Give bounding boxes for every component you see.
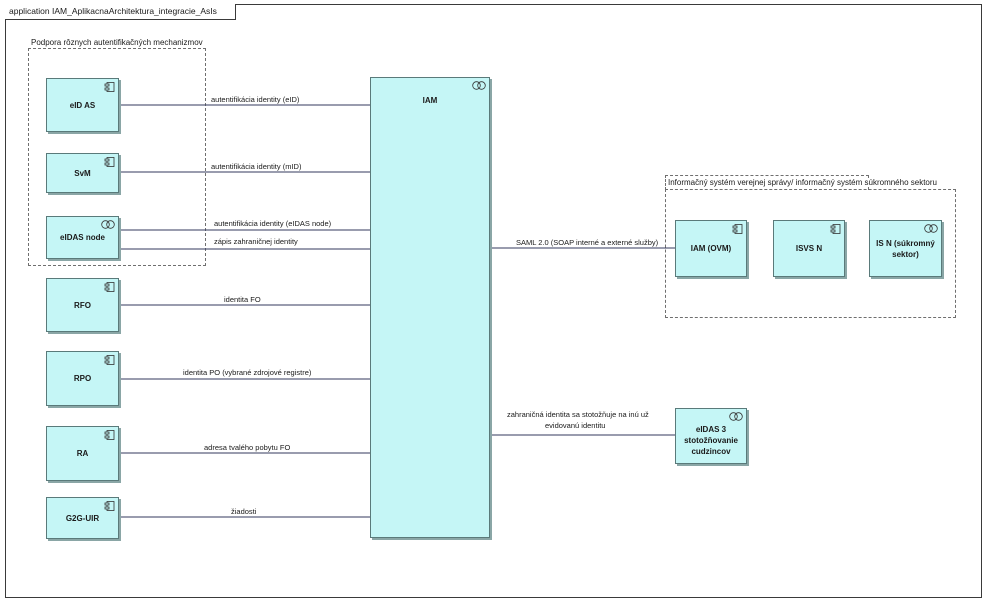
node-label: RA <box>76 449 89 458</box>
component-icon <box>104 82 115 92</box>
service-icon <box>472 81 486 90</box>
node-label: eIDAS node <box>60 233 105 242</box>
component-icon <box>104 157 115 167</box>
node-iam-ovm[interactable]: IAM (OVM) <box>675 220 747 277</box>
group-isvs-label: Informačný systém verejnej správy/ infor… <box>667 178 938 187</box>
node-g2g-uir[interactable]: G2G-UIR <box>46 497 119 539</box>
edge-label-eidas-node: autentifikácia identity (eIDAS node) <box>214 219 332 228</box>
node-eidas-node[interactable]: eIDAS node <box>46 216 119 259</box>
component-icon <box>104 501 115 511</box>
node-label: IAM (OVM) <box>690 244 732 253</box>
service-icon <box>729 412 743 421</box>
edge-label-ziadosti: žiadosti <box>231 507 257 516</box>
edge-label-saml: SAML 2.0 (SOAP interné a externé služby) <box>516 238 659 247</box>
node-isvs-n[interactable]: ISVS N <box>773 220 845 277</box>
edge-label-fo: identita FO <box>224 295 261 304</box>
diagram-frame <box>5 4 982 598</box>
node-label: RFO <box>74 300 91 310</box>
component-icon <box>830 224 841 234</box>
component-icon <box>104 282 115 292</box>
node-label: G2G-UIR <box>65 513 100 523</box>
node-eid-as[interactable]: eID AS <box>46 78 119 132</box>
group-auth-label: Podpora rôznych autentifikačných mechani… <box>30 38 204 47</box>
node-label: eID AS <box>69 100 96 110</box>
node-iam[interactable]: IAM <box>370 77 490 538</box>
node-label: RPO <box>73 374 92 383</box>
node-is-n[interactable]: IS N (súkromný sektor) <box>869 220 942 277</box>
service-icon <box>101 220 115 229</box>
node-label: eIDAS 3 stotožňovanie cudzincov <box>684 424 738 456</box>
node-rfo[interactable]: RFO <box>46 278 119 332</box>
node-label: IS N (súkromný sektor) <box>876 238 935 259</box>
edge-label-eid: autentifikácia identity (eID) <box>211 95 300 104</box>
edge-label-mid: autentifikácia identity (mID) <box>211 162 302 171</box>
component-icon <box>104 430 115 440</box>
node-svm[interactable]: SvM <box>46 153 119 193</box>
node-rpo[interactable]: RPO <box>46 351 119 406</box>
node-label: SvM <box>74 168 91 178</box>
edge-label-ra: adresa tvalého pobytu FO <box>204 443 291 452</box>
component-icon <box>104 355 115 365</box>
service-icon <box>924 224 938 233</box>
node-iam-label: IAM <box>422 96 438 105</box>
node-eidas3[interactable]: eIDAS 3 stotožňovanie cudzincov <box>675 408 747 464</box>
edge-label-zahranicna: zápis zahraničnej identity <box>214 237 298 246</box>
edge-label-eidas3-1: zahraničná identita sa stotožňuje na inú… <box>507 410 649 419</box>
component-icon <box>732 224 743 234</box>
edge-label-po: identita PO (vybrané zdrojové registre) <box>183 368 312 377</box>
group-isvs[interactable] <box>665 189 956 318</box>
group-auth-mechanisms[interactable] <box>28 48 206 266</box>
diagram-title: application IAM_AplikacnaArchitektura_in… <box>5 4 236 20</box>
node-label: ISVS N <box>795 244 823 253</box>
node-ra[interactable]: RA <box>46 426 119 481</box>
edge-label-eidas3-2: evidovanú identitu <box>545 421 606 430</box>
